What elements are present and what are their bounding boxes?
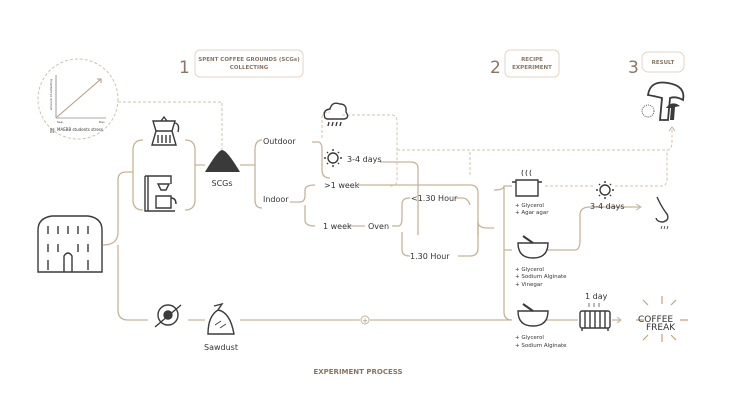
radiator-icon (579, 303, 611, 331)
indoor-label: Indoor (263, 195, 289, 204)
sawdust-bag-icon (207, 302, 235, 335)
step-1-header: 1 SPENT COFFEE GROUNDS (SCGs) COLLECTING (179, 49, 304, 78)
sun-icon (596, 181, 614, 199)
mold-spore-icon (641, 104, 655, 118)
step-title: RECIPE (521, 57, 543, 63)
logo-text: COFFEE (638, 315, 673, 325)
inset-x-start: Sep. (57, 120, 64, 124)
inset-caption: MAEBB students stress (57, 127, 103, 132)
recipe-ingredient: + Glycerol (515, 203, 544, 209)
house-icon (37, 215, 103, 273)
1-30-hour-label: 1.30 Hour (410, 252, 450, 261)
sawdust-label: Sawdust (204, 343, 238, 352)
step-title: COLLECTING (230, 65, 269, 71)
mixing-bowl-icon (517, 235, 549, 259)
coffee-maker-icon (144, 175, 177, 212)
drying-duration-label: 3-4 days (590, 202, 625, 211)
step-title: RESULT (652, 60, 675, 66)
scgs-label: SCGs (211, 179, 232, 188)
inset-x-end: Dec. (99, 120, 106, 124)
recipe-ingredient: + Sodium Alginate (515, 274, 567, 280)
diagram-title: EXPERIMENT PROCESS (313, 368, 402, 376)
step-number: 3 (628, 58, 639, 78)
one-day-label: 1 day (585, 292, 608, 301)
under-1-30-hour-label: <1.30 Hour (411, 194, 458, 203)
moka-pot-icon (151, 115, 180, 146)
one-week-label: 1 week (323, 222, 352, 231)
step-title: SPENT COFFEE GROUNDS (SCGs) (198, 57, 300, 63)
recipe-ingredient: + Agar agar (515, 210, 549, 216)
recipe-ingredient: + Glycerol (515, 267, 544, 273)
step-number: 2 (490, 58, 501, 78)
logo-text: FREAK (646, 323, 676, 333)
oven-label: Oven (368, 222, 389, 231)
scgs-pile-icon (205, 150, 240, 172)
step-3-header: 3 RESULT (628, 51, 685, 78)
inset-chart: Amount of collecting Sep. Dec. MAEBB stu… (37, 58, 119, 140)
outdoor-label: Outdoor (263, 137, 296, 146)
rain-cloud-icon (323, 102, 349, 127)
step-number: 1 (179, 58, 190, 78)
inset-ylabel: Amount of collecting (49, 79, 53, 110)
link-icon: ⛓ (49, 127, 55, 134)
outdoor-duration-label: 3-4 days (347, 155, 382, 164)
wood-cutter-icon (154, 304, 182, 328)
nose-smell-icon (655, 196, 669, 230)
sun-icon (324, 149, 342, 167)
plus-icon: + (362, 317, 368, 325)
cooking-pot-icon (512, 169, 542, 197)
step-title: EXPERIMENT (512, 65, 552, 71)
step-2-header: 2 RECIPE EXPERIMENT (490, 49, 560, 78)
recipe-ingredient: + Vinegar (515, 282, 543, 288)
coffee-freak-logo: COFFEE FREAK (636, 296, 688, 342)
recipe-ingredient: + Sodium Alginate (515, 343, 567, 349)
mixing-bowl-icon (517, 303, 549, 327)
mushroom-icon (646, 81, 685, 121)
over-one-week-label: >1 week (324, 181, 360, 190)
recipe-ingredient: + Glycerol (515, 335, 544, 341)
